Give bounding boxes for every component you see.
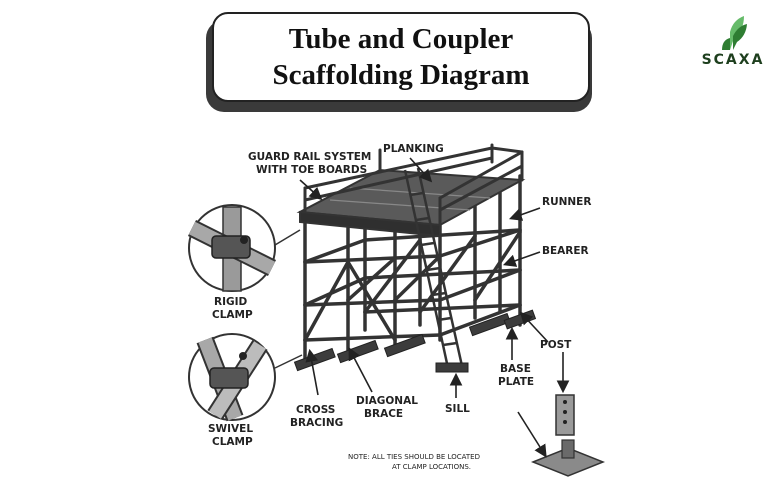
label-runner: RUNNER [542,196,591,208]
label-base-plate-1: BASE [500,363,531,375]
label-rigid-clamp-1: RIGID [214,296,248,308]
title-line-2: Scaffolding Diagram [272,59,530,91]
title-line-1: Tube and Coupler [288,23,514,55]
swivel-clamp-detail [188,333,276,422]
title-box: Tube and Coupler Scaffolding Diagram [212,12,590,102]
arrow-cross-bracing [305,348,319,396]
label-planking: PLANKING [383,143,444,155]
label-swivel-clamp-2: CLAMP [212,436,253,448]
arrow-runner [508,207,541,221]
base-plate-detail [530,439,606,477]
label-diagonal-brace-1: DIAGONAL [356,395,418,407]
arrow-bearer [502,251,541,267]
label-cross-bracing-2: BRACING [290,417,343,429]
arrow-planking [409,157,433,183]
scaffold-frame [303,174,522,360]
label-diagonal-brace-2: BRACE [364,408,403,420]
arrow-base-plate-detail [517,411,547,458]
leaf-icon [722,16,747,50]
post-detail [555,394,575,436]
label-guard-rail-2: WITH TOE BOARDS [256,164,367,176]
arrow-post [519,311,549,343]
note-line-2: AT CLAMP LOCATIONS. [392,463,471,471]
scaxa-logo: SCAXA [700,14,766,74]
label-swivel-clamp-1: SWIVEL [208,423,253,435]
arrow-guard-rail [299,179,323,201]
rigid-clamp-detail [187,204,277,292]
label-post: POST [540,339,572,351]
label-bearer: BEARER [542,245,589,257]
label-guard-rail-1: GUARD RAIL SYSTEM [248,151,371,163]
swivel-clamp-leader [274,354,303,369]
label-sill: SILL [445,403,470,415]
label-rigid-clamp-2: CLAMP [212,309,253,321]
guard-rail [303,143,524,227]
rigid-clamp-leader [274,229,301,246]
leader-arrows [299,157,570,458]
note-line-1: NOTE: ALL TIES SHOULD BE LOCATED [348,453,480,461]
arrow-diagonal-brace [348,347,373,393]
logo-text: SCAXA [701,52,765,68]
label-cross-bracing-1: CROSS [296,404,335,416]
label-base-plate-2: PLATE [498,376,534,388]
ladder [403,167,464,369]
